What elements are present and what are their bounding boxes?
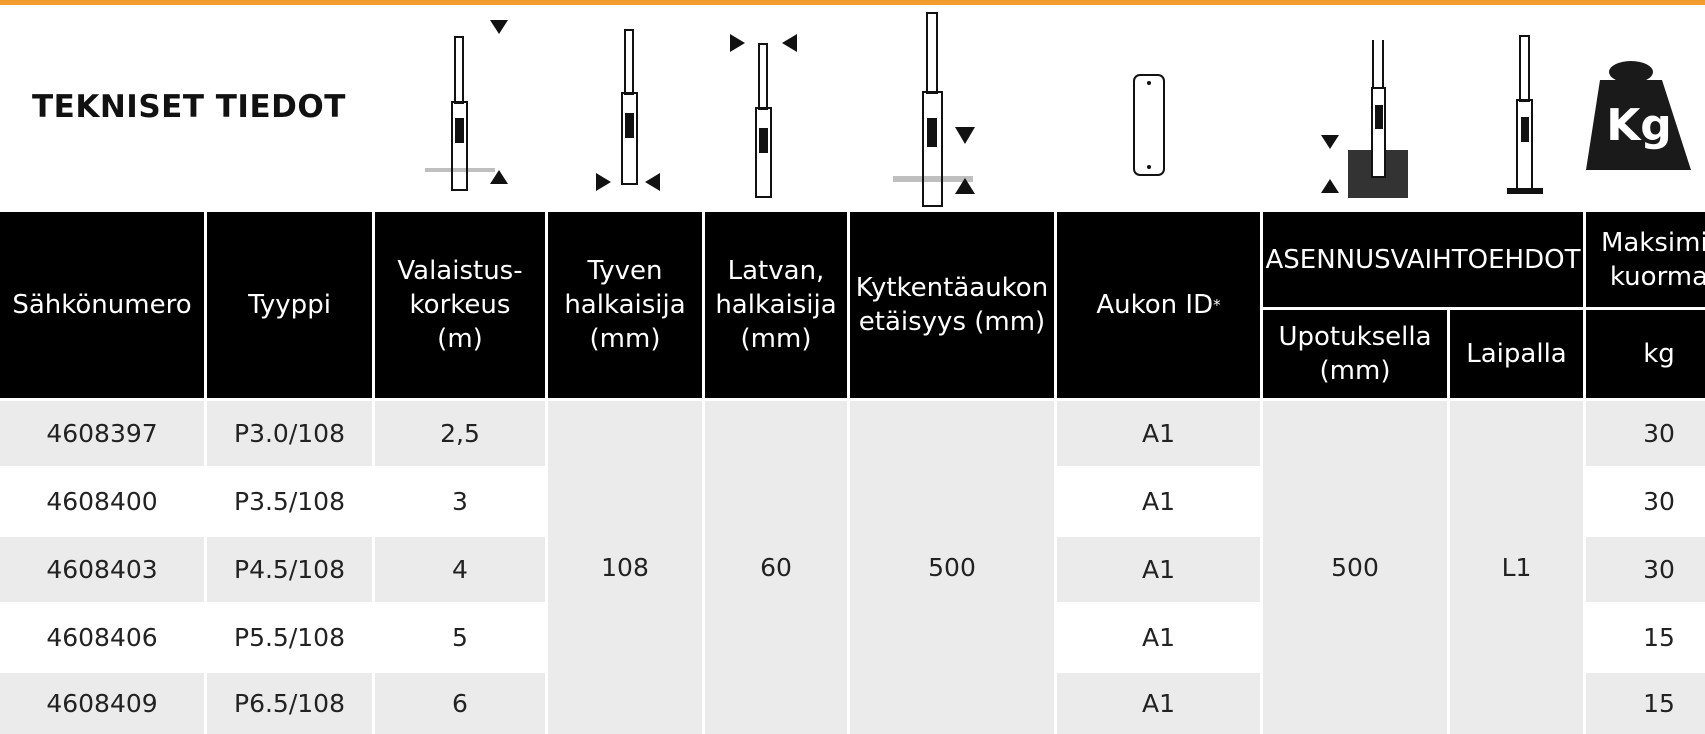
spec-table: Sähkönumero Tyyppi Valaistus- korkeus (m… [0, 212, 1705, 734]
header-latvan-halkaisija: Latvan, halkaisija (mm) [705, 212, 847, 398]
cell-korkeus: 5 [375, 605, 545, 670]
header-kytkentaaukon-etaisyys: Kytkentäaukon etäisyys (mm) [850, 212, 1054, 398]
pole-hatch-distance-icon [893, 12, 975, 207]
pole-top-diameter-icon [730, 34, 797, 198]
cell-kuorma: 30 [1586, 401, 1705, 466]
header-icons: Kg [425, 12, 1691, 207]
cell-korkeus: 2,5 [375, 401, 545, 466]
hatch-id-icon [1133, 74, 1165, 176]
cell-kuorma: 15 [1586, 673, 1705, 734]
pole-base-diameter-icon [596, 29, 660, 191]
header-upotuksella: Upotuksella (mm) [1263, 310, 1447, 398]
pole-embedded-install-icon [1321, 40, 1408, 198]
header-asennusvaihtoehdot: ASENNUSVAIHTOEHDOT [1263, 212, 1583, 307]
cell-kytkentaaukon-etaisyys: 500 [850, 401, 1054, 734]
pole-flange-install-icon [1507, 35, 1543, 194]
header-valaistuskorkeus: Valaistus- korkeus (m) [375, 212, 545, 398]
cell-aukon-id: A1 [1057, 469, 1260, 534]
header-kg: kg [1586, 310, 1705, 398]
cell-korkeus: 6 [375, 673, 545, 734]
cell-kuorma: 30 [1586, 469, 1705, 534]
header-tyyppi: Tyyppi [207, 212, 372, 398]
cell-tyyppi: P3.5/108 [207, 469, 372, 534]
cell-sahkonumero: 4608400 [0, 469, 204, 534]
cell-upotuksella: 500 [1263, 401, 1447, 734]
cell-tyyppi: P3.0/108 [207, 401, 372, 466]
weight-kg-icon: Kg [1586, 61, 1691, 170]
cell-kuorma: 30 [1586, 537, 1705, 602]
cell-tyven-halkaisija: 108 [548, 401, 702, 734]
cell-aukon-id: A1 [1057, 537, 1260, 602]
cell-tyyppi: P4.5/108 [207, 537, 372, 602]
cell-sahkonumero: 4608409 [0, 673, 204, 734]
header-laipalla: Laipalla [1450, 310, 1583, 398]
header-tyven-halkaisija: Tyven halkaisija (mm) [548, 212, 702, 398]
cell-sahkonumero: 4608403 [0, 537, 204, 602]
accent-bar [0, 0, 1705, 5]
cell-aukon-id: A1 [1057, 605, 1260, 670]
cell-tyyppi: P5.5/108 [207, 605, 372, 670]
page-title: TEKNISET TIEDOT [32, 89, 346, 125]
weight-icon-label: Kg [1606, 100, 1672, 151]
cell-kuorma: 15 [1586, 605, 1705, 670]
header-maksimikuorma: Maksimi- kuorma [1586, 212, 1705, 307]
header-aukon-id: Aukon ID* [1057, 212, 1260, 398]
cell-laipalla: L1 [1450, 401, 1583, 734]
cell-latvan-halkaisija: 60 [705, 401, 847, 734]
cell-aukon-id: A1 [1057, 401, 1260, 466]
cell-sahkonumero: 4608397 [0, 401, 204, 466]
header-sahkonumero: Sähkönumero [0, 212, 204, 398]
cell-korkeus: 4 [375, 537, 545, 602]
pole-lighting-height-icon [425, 20, 508, 191]
cell-tyyppi: P6.5/108 [207, 673, 372, 734]
header-aukon-id-label: Aukon ID [1096, 290, 1214, 320]
cell-sahkonumero: 4608406 [0, 605, 204, 670]
cell-korkeus: 3 [375, 469, 545, 534]
cell-aukon-id: A1 [1057, 673, 1260, 734]
